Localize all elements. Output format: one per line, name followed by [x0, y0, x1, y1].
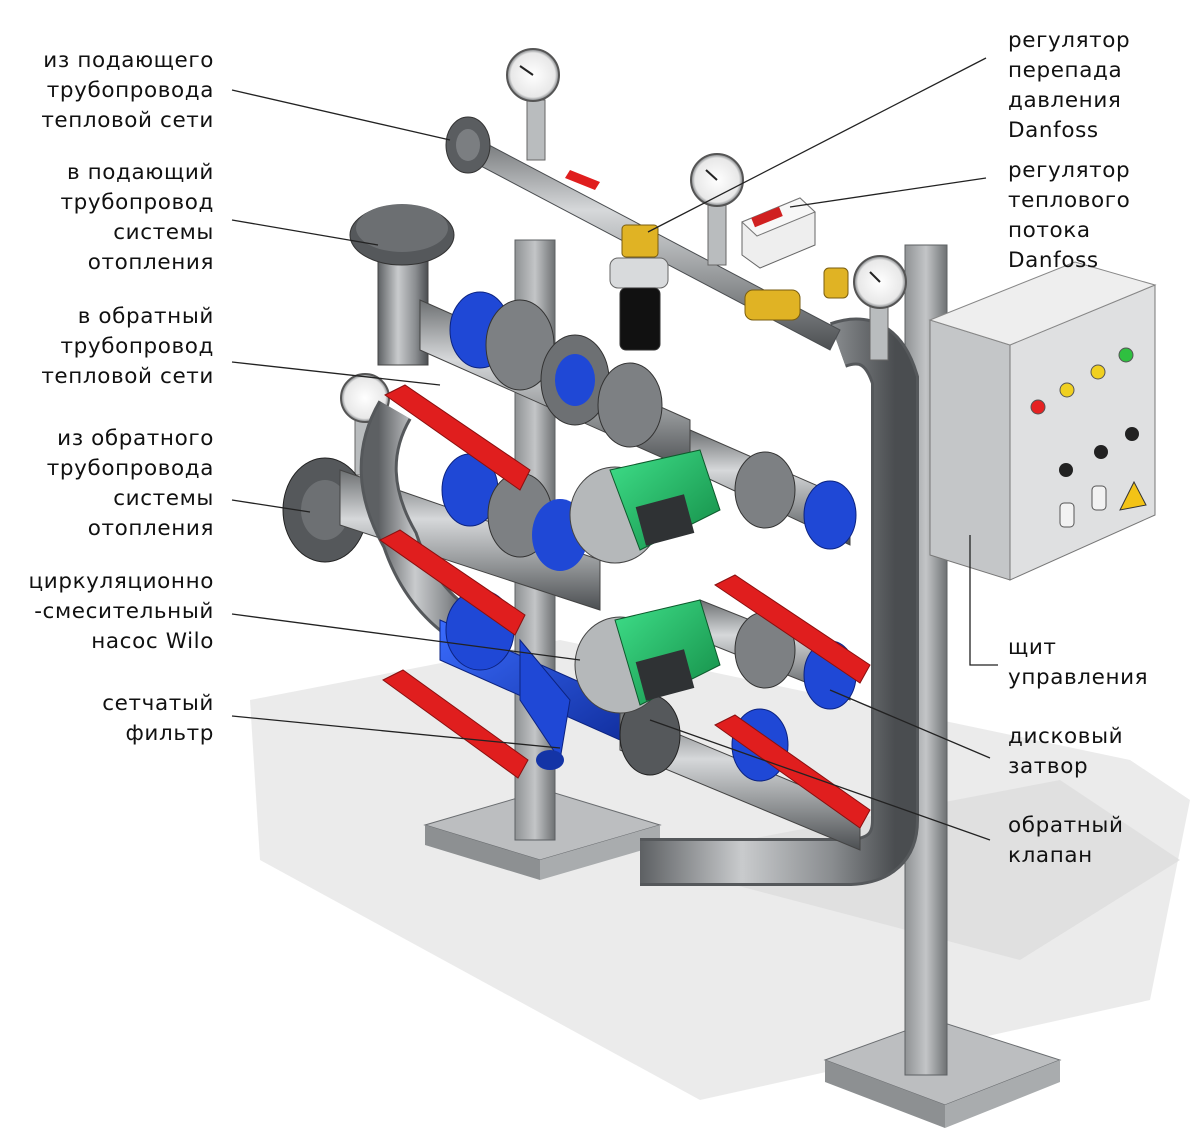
gauge-top-mid	[690, 153, 744, 266]
label-pump: циркуляционно -смесительный насос Wilo	[28, 569, 214, 654]
label-butterfly-valve: дисковый затвор	[1008, 724, 1124, 779]
leader-butterfly-valve	[829, 689, 991, 759]
label-filter: сетчатый фильтр	[102, 691, 214, 746]
pump-lower	[574, 599, 721, 714]
flow-regulator-body	[741, 197, 816, 321]
leader-return-in	[231, 499, 311, 513]
pump-upper	[569, 449, 721, 564]
leader-lines	[231, 57, 998, 841]
label-check-valve: обратный клапан	[1008, 813, 1124, 868]
leader-dp-regulator	[647, 57, 987, 233]
control-panel-box	[928, 261, 1157, 581]
leader-control-panel	[969, 535, 998, 666]
leader-filter	[231, 715, 561, 749]
gauge-top-right	[853, 255, 907, 361]
leader-pump	[231, 613, 581, 661]
label-control-panel: щит управления	[1008, 635, 1149, 690]
manifold-row-mid	[282, 453, 857, 710]
label-supply-out: в подающий трубопровод системы отопления	[60, 160, 214, 275]
label-dp-regulator: регулятор перепада давления Danfoss	[1008, 28, 1131, 143]
label-return-out: в обратный трубопровод тепловой сети	[41, 304, 214, 389]
label-flow-regulator: регулятор теплового потока Danfoss	[1008, 158, 1131, 273]
leader-supply-in	[231, 89, 451, 141]
leader-check-valve	[649, 719, 991, 841]
label-supply-in: из подающего трубопровода тепловой сети	[41, 48, 214, 133]
dp-regulator-body	[609, 224, 669, 351]
leader-return-out	[231, 361, 441, 386]
valve-handles	[379, 170, 871, 829]
left-supply-header	[349, 204, 455, 366]
gauge-top-left	[506, 48, 560, 161]
leader-flow-regulator	[789, 177, 987, 208]
label-return-in: из обратного трубопровода системы отопле…	[46, 426, 214, 541]
manifold-row-top	[419, 291, 857, 550]
leader-supply-out	[231, 219, 379, 246]
